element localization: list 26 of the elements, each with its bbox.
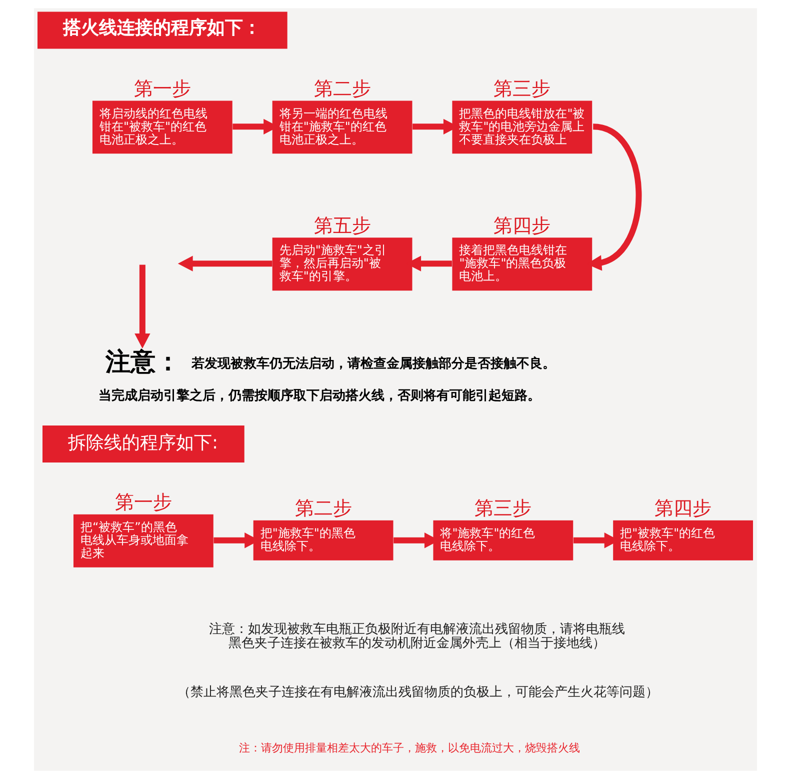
node-label: 第四步 <box>493 214 550 237</box>
node-label: 第五步 <box>313 214 370 237</box>
arrow <box>134 264 150 348</box>
arrow <box>177 256 272 272</box>
node-label: 第三步 <box>474 498 532 520</box>
node-label: 第一步 <box>114 492 172 514</box>
label: 注：请勿使用排量相差太大的车子，施救，以免电流过大，烧毁搭火线 <box>238 742 580 755</box>
node-label: 第三步 <box>493 78 550 100</box>
node-label: 第一步 <box>133 78 190 100</box>
label: （禁止将黑色夹子连接在有电解液流出残留物质的负极上，可能会产生火花等问题） <box>176 685 658 700</box>
node-box: 把"被救车"的红色电线除下。 <box>612 520 752 560</box>
node-box: 接着把黑色电线钳在"施救车"的黑色负极电池上。 <box>452 238 592 291</box>
node-label: 第二步 <box>313 78 370 100</box>
node-label: 第二步 <box>294 498 352 520</box>
node-box: 把黑色的电线钳放在"被救车"的电池旁边金属上不要直接夹在负极上 <box>452 100 592 154</box>
node-label: 第四步 <box>654 498 712 520</box>
node-box: 把“被救车”的黑色电线从车身或地面拿起来 <box>72 514 213 568</box>
node-text: 注意： 若发现被救车仍无法启动，请检查金属接触部分是否接触不良。 当完成启动引擎之后，仍需按顺序取下启动搭火线，否则将有可能引起短路。 <box>98 347 555 404</box>
node-box: 先启动"施救车"之引擎，然后再启动"被救车"的引擎。 <box>272 238 412 291</box>
node-box: 将"施救车"的红色电线除下。 <box>432 520 573 560</box>
node-box: 把"施救车"的黑色电线除下。 <box>252 520 393 560</box>
node-box: 将启动线的红色电线钳在"被救车"的红色电池正极之上。 <box>92 100 232 154</box>
node-box: 将另一端的红色电线钳在"施救车"的红色电池正极之上。 <box>272 100 412 154</box>
node-box: 搭火线连接的程序如下： <box>37 12 287 49</box>
label: 注意：如发现被救车电瓶正负极附近有电解液流出残留物质，请将电瓶线黑色夹子连接在被救车的发动机附近金属外壳上（相当于接地线） <box>208 622 624 652</box>
node-box: 拆除线的程序如下: <box>42 425 244 462</box>
